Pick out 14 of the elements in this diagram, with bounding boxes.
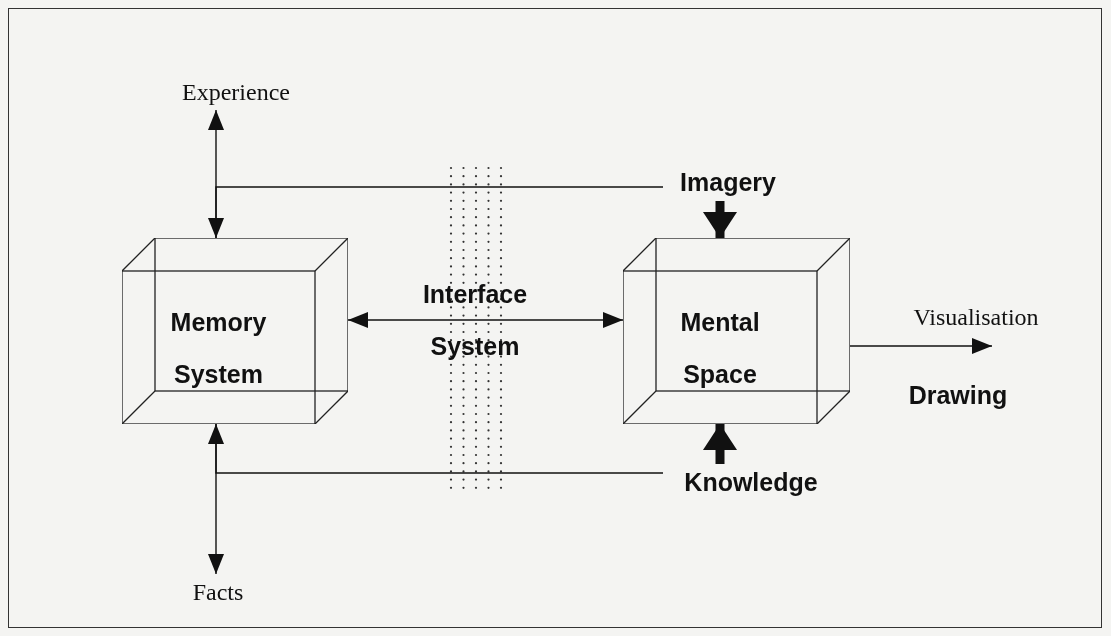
text-label: Drawing	[907, 380, 1009, 411]
node-label: Mental Space	[679, 306, 761, 390]
arrow	[347, 312, 624, 328]
node-label: Facts	[176, 574, 260, 610]
connector-line	[215, 423, 664, 474]
node-label: Experience	[156, 74, 316, 110]
arrow	[703, 201, 737, 238]
arrow	[703, 424, 737, 464]
node-label: Memory System	[169, 306, 268, 390]
node-label: Imagery	[663, 165, 793, 201]
arrow	[849, 338, 993, 354]
connector-line	[215, 186, 664, 239]
text-label: Interface System	[421, 279, 529, 362]
node-label: Knowledge	[663, 464, 839, 502]
